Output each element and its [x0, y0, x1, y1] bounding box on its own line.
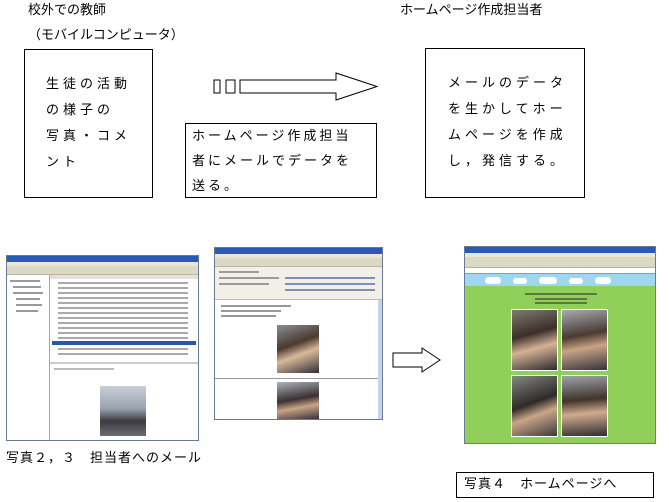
send-box: ホームページ作成担当 者にメールでデータを 送る。: [185, 123, 377, 198]
homepage-screenshot: [464, 246, 656, 444]
homepage-sky-banner: [465, 274, 655, 286]
message-list: [50, 275, 198, 361]
webmaster-title: ホームページ作成担当者: [400, 3, 543, 18]
publish-arrow: [392, 347, 441, 373]
mail-photo-2: [277, 382, 319, 419]
mail-window-screenshot: [214, 247, 383, 420]
webmaster-box-line-1: メールのデータ: [448, 76, 568, 91]
teacher-box: 生徒の活動 の様子の 写真・コメ ント: [24, 49, 153, 198]
mail-header-fields: [215, 267, 382, 300]
mail-photo-1: [277, 325, 319, 373]
homepage-photo-3: [511, 375, 558, 437]
mail-caption: 写真２，３ 担当者へのメール: [6, 451, 203, 466]
teacher-box-line-3: 写真・コメ: [46, 129, 132, 144]
folder-pane: [7, 275, 50, 440]
mail-body: [215, 300, 382, 419]
webmaster-box-line-2: を生かしてホー: [448, 102, 567, 117]
homepage-caption-box: 写真４ ホームページへ: [456, 472, 654, 498]
preview-photo: [100, 386, 146, 436]
send-box-line-3: 送る。: [192, 179, 241, 194]
send-box-line-1: ホームページ作成担当: [192, 129, 352, 144]
mail-client-titlebar: [7, 256, 198, 262]
webmaster-box: メールのデータ を生かしてホー ムページを作成 し，発信する。: [425, 48, 585, 198]
homepage-photo-4: [561, 375, 608, 437]
send-box-line-2: 者にメールでデータを: [192, 154, 353, 169]
teacher-box-line-2: の様子の: [46, 103, 115, 118]
teacher-box-line-4: ント: [46, 155, 81, 170]
send-arrow: [213, 72, 379, 101]
webmaster-box-line-3: ムページを作成: [448, 128, 567, 143]
message-preview: [50, 362, 198, 440]
mail-window-titlebar: [215, 248, 382, 254]
browser-titlebar: [465, 247, 655, 253]
homepage-caption: 写真４ ホームページへ: [464, 477, 618, 492]
webmaster-box-line-4: し，発信する。: [448, 154, 568, 169]
teacher-subtitle: （モバイルコンピュータ）: [28, 28, 184, 43]
homepage-photo-1: [511, 309, 558, 371]
homepage-photo-2: [561, 309, 608, 371]
teacher-title: 校外での教師: [28, 3, 107, 18]
mail-client-screenshot: [6, 255, 199, 441]
teacher-box-line-1: 生徒の活動: [46, 77, 132, 92]
